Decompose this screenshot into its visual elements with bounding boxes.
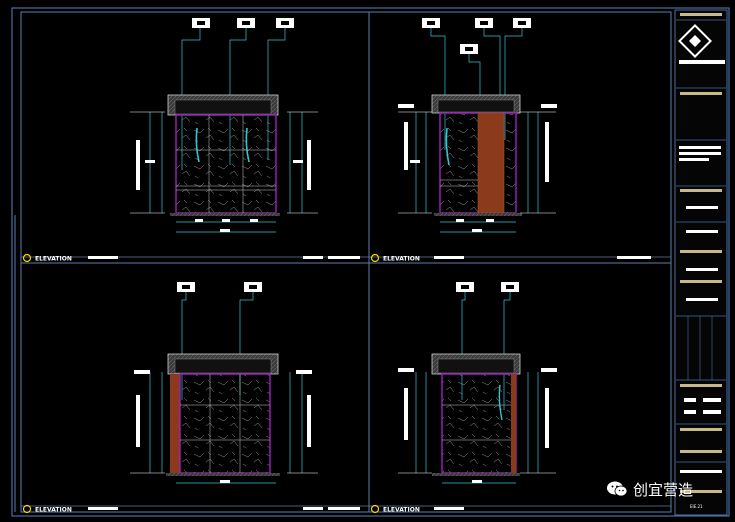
wechat-icon [607,481,628,497]
elevation-panel-2: ELEVATION [369,18,671,263]
elevation-panel-1: ELEVATION [21,18,369,263]
company-logo [678,24,725,64]
panel-3-label: ELEVATION [35,507,72,514]
outer-frame [11,7,730,517]
sheet-number: EIE.21 [690,504,703,509]
elevation-panel-4: ELEVATION [369,282,671,514]
watermark-text: 创宜营造 [633,480,694,499]
panel-2-label: ELEVATION [383,256,420,263]
watermark: 创宜营造 [606,478,693,500]
panel-1-label: ELEVATION [35,256,72,263]
title-block: EIE.21 [674,9,728,516]
elevation-panel-3: ELEVATION [21,282,369,514]
panel-4-label: ELEVATION [383,507,420,514]
drawing-area-frame [20,11,672,513]
